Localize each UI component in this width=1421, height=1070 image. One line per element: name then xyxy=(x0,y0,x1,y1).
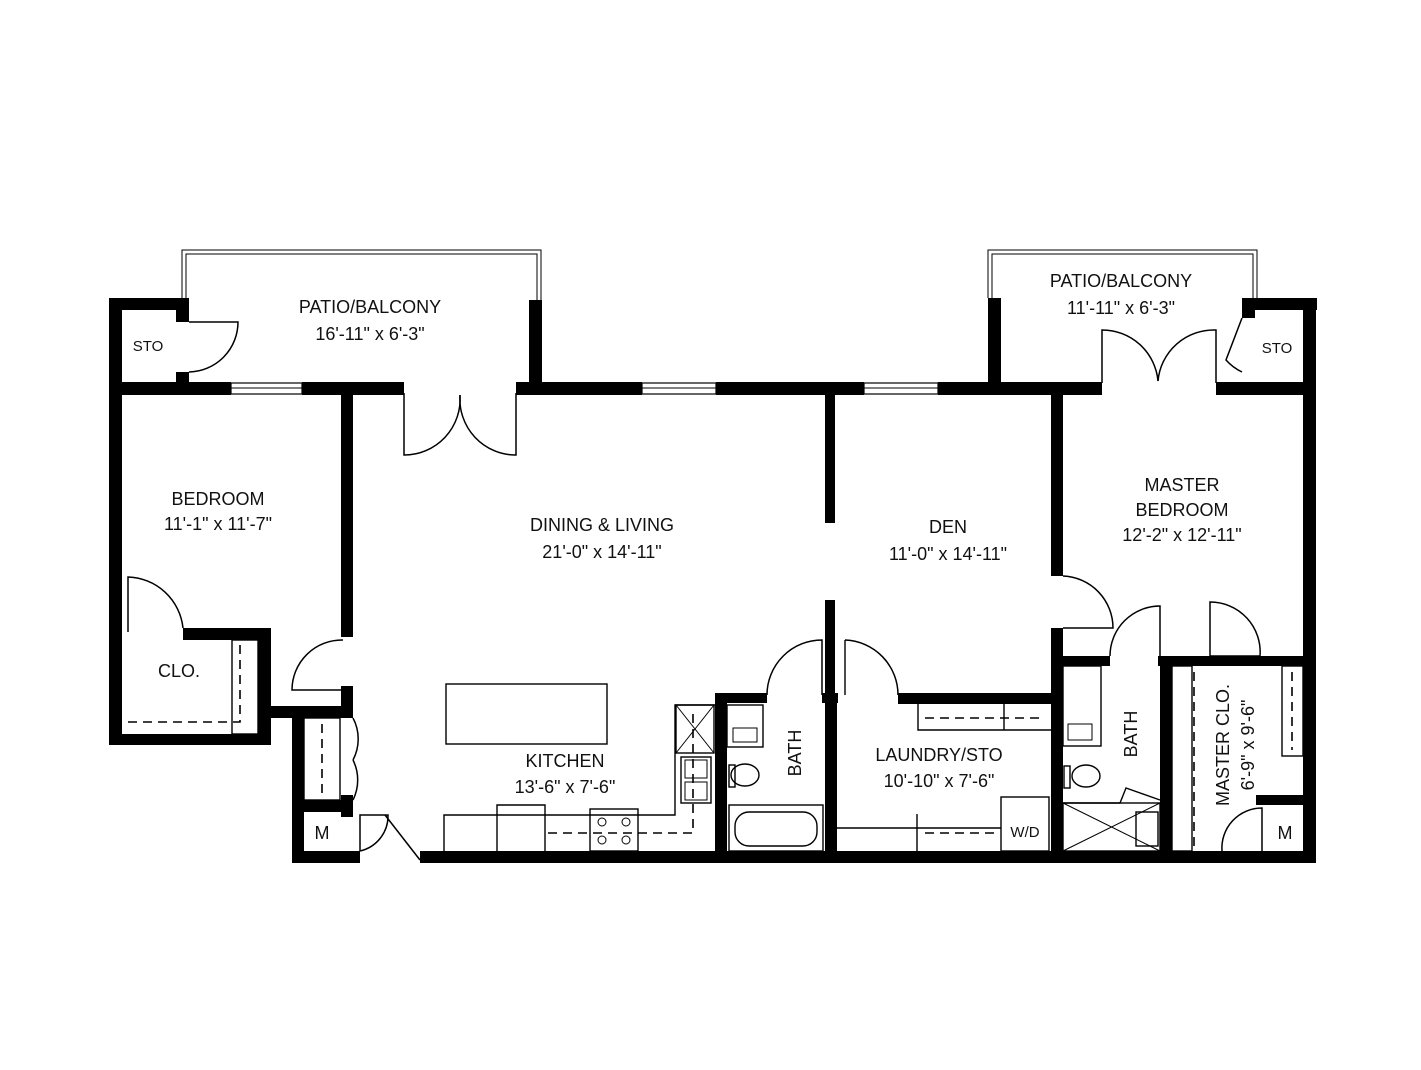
patio-right-name: PATIO/BALCONY xyxy=(1050,271,1192,291)
bedroom-name: BEDROOM xyxy=(171,489,264,509)
master-closet-size: 6'-9" x 9'-6" xyxy=(1238,700,1258,791)
doors xyxy=(127,317,1263,861)
kitchen-name: KITCHEN xyxy=(525,751,604,771)
patio-left-name: PATIO/BALCONY xyxy=(299,297,441,317)
kitchen-size: 13'-6" x 7'-6" xyxy=(515,777,616,797)
master-size: 12'-2" x 12'-11" xyxy=(1122,525,1241,545)
fixtures xyxy=(124,639,1304,852)
den-size: 11'-0" x 14'-11" xyxy=(889,544,1007,564)
windows xyxy=(230,382,939,395)
m-right-label: M xyxy=(1278,823,1293,843)
sto-left-label: STO xyxy=(133,338,164,355)
bath-1-label: BATH xyxy=(785,730,805,777)
master-closet-name: MASTER CLO. xyxy=(1213,684,1233,806)
washer-dryer-label: W/D xyxy=(1010,824,1039,841)
master-name-line2: BEDROOM xyxy=(1135,500,1228,520)
master-name-line1: MASTER xyxy=(1144,475,1219,495)
dining-size: 21'-0" x 14'-11" xyxy=(542,542,661,562)
closet-label: CLO. xyxy=(158,661,200,681)
patio-left-size: 16'-11" x 6'-3" xyxy=(315,324,424,344)
den-name: DEN xyxy=(929,517,967,537)
laundry-name: LAUNDRY/STO xyxy=(875,745,1002,765)
m-left-label: M xyxy=(315,823,330,843)
balcony-railings xyxy=(181,249,1258,300)
bath-2-label: BATH xyxy=(1121,711,1141,758)
laundry-size: 10'-10" x 7'-6" xyxy=(884,771,995,791)
bedroom-size: 11'-1" x 11'-7" xyxy=(164,514,272,534)
walls xyxy=(109,298,1317,863)
room-labels: PATIO/BALCONY 16'-11" x 6'-3" PATIO/BALC… xyxy=(133,271,1293,843)
dining-name: DINING & LIVING xyxy=(530,515,674,535)
sto-right-label: STO xyxy=(1262,340,1293,357)
patio-right-size: 11'-11" x 6'-3" xyxy=(1067,298,1175,318)
